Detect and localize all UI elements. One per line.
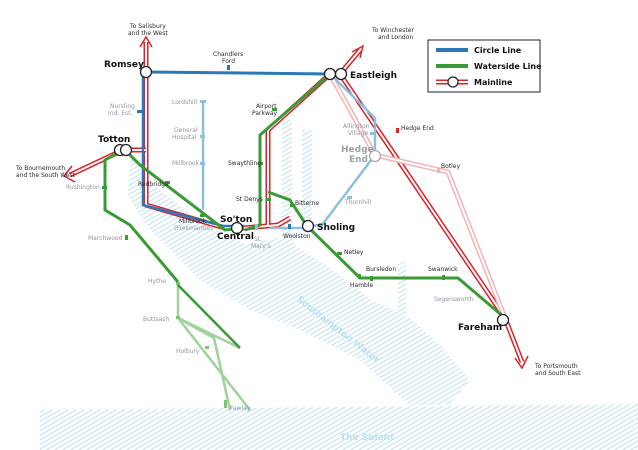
water-areas	[40, 120, 638, 450]
label-hedge-end: Hedge End	[341, 145, 377, 165]
stop-bitterne[interactable]	[290, 204, 295, 207]
stop-buttsash[interactable]	[176, 316, 180, 319]
stop-swanwick[interactable]	[442, 275, 445, 280]
stop-woolston[interactable]	[288, 224, 291, 229]
label-soton: So'ton Central	[217, 215, 255, 242]
label-fareham: Fareham	[458, 323, 502, 333]
interchange-sholing[interactable]	[301, 219, 315, 233]
arrow-salisbury[interactable]	[139, 35, 153, 48]
river-hamble	[398, 262, 406, 330]
interchange-soton[interactable]	[230, 221, 244, 235]
label-holbury: Holbury	[176, 348, 200, 355]
waterside-marchwood-spur	[177, 284, 241, 349]
legend-mainline-label: Mainline	[474, 78, 513, 87]
label-eastleigh: Eastleigh	[350, 71, 397, 81]
interchange-fareham[interactable]	[496, 313, 510, 327]
label-nursling: Nursling Ind. Est.	[108, 103, 137, 117]
stop-millbrook-upper[interactable]	[200, 162, 205, 165]
stop-st-marys[interactable]	[255, 224, 258, 229]
legend: Circle Line Waterside Line Mainline	[427, 39, 542, 93]
stop-nursling[interactable]	[137, 110, 142, 113]
stop-allington[interactable]	[370, 132, 375, 135]
label-bitterne: Bitterne	[295, 200, 319, 207]
label-allington-village: Allington Village	[343, 123, 371, 137]
stop-lordshill[interactable]	[200, 100, 206, 103]
label-lordshill: Lordshill	[172, 99, 197, 106]
stop-fawley[interactable]	[224, 400, 227, 408]
label-swaythling: Swaythling	[228, 160, 261, 167]
label-buttsash: Buttsash	[143, 316, 170, 323]
stop-netley[interactable]	[337, 252, 342, 255]
river-itchen	[282, 120, 292, 246]
stop-airport-parkway[interactable]	[272, 108, 277, 111]
label-fawley: Fawley	[230, 405, 251, 412]
stop-st-denys[interactable]	[266, 198, 271, 201]
arrow-winchester[interactable]	[351, 44, 365, 59]
stop-thornhill[interactable]	[347, 196, 352, 199]
stop-rushington[interactable]	[102, 186, 107, 189]
label-botley: Botley	[441, 163, 460, 170]
interchange-hedge-end[interactable]	[368, 149, 382, 163]
arrow-bournemouth[interactable]	[62, 165, 76, 183]
label-st-marys: St. Mary's	[251, 236, 271, 250]
label-st-denys: St Denys	[236, 196, 263, 203]
label-hythe: Hythe	[148, 278, 166, 285]
label-bursledon: Bursledon	[366, 266, 396, 273]
label-millbrook-freemantle: Millbrook (Freemantle)	[174, 218, 212, 232]
stop-redbridge[interactable]	[165, 181, 170, 184]
mainline-botley-faded	[327, 72, 508, 319]
label-marchwood: Marchwood	[88, 235, 123, 242]
legend-mainline-circle	[447, 76, 459, 88]
label-hamble: Hamble	[350, 282, 374, 289]
interchange-totton-b[interactable]	[119, 143, 133, 157]
label-redbridge: Redbridge	[138, 181, 169, 188]
stop-hamble[interactable]	[358, 274, 361, 279]
dest-bournemouth: To Bournemouth and the South West	[15, 165, 76, 179]
label-romsey: Romsey	[104, 60, 144, 70]
label-swanwick: Swanwick	[428, 266, 458, 273]
stop-swaythling[interactable]	[258, 162, 263, 165]
label-the-solent: The Solent	[340, 433, 395, 443]
label-rushington: Rushington	[66, 184, 100, 191]
dest-portsmouth: To Portsmouth and South East	[534, 363, 581, 377]
legend-circle-label: Circle Line	[474, 46, 522, 55]
interchange-eastleigh-b[interactable]	[334, 67, 348, 81]
stop-millbrook-freemantle[interactable]	[200, 214, 205, 217]
stop-marchwood[interactable]	[125, 235, 128, 240]
interchange-circles	[113, 65, 510, 327]
label-millbrook-upper: Millbrook	[172, 160, 200, 167]
destination-arrows	[62, 35, 529, 370]
label-general-hospital: General Hospital	[172, 127, 200, 141]
dest-winchester: To Winchester and London	[371, 27, 416, 41]
label-hedge-end-station: Hedge End	[401, 125, 434, 132]
circle-lordshill-branch	[200, 100, 206, 210]
label-airport-parkway: Airport Parkway	[252, 103, 278, 117]
stop-hedge-end-station[interactable]	[396, 128, 399, 133]
waterside-hythe-branch	[176, 282, 251, 411]
interchange-romsey[interactable]	[139, 65, 153, 79]
stop-holbury[interactable]	[205, 346, 209, 349]
label-woolston: Woolston	[283, 233, 311, 240]
label-chandlers-ford: Chandlers Ford	[213, 51, 245, 65]
interchange-eastleigh-a[interactable]	[323, 67, 337, 81]
stop-hythe[interactable]	[176, 282, 180, 285]
river-itchen-2	[302, 130, 312, 220]
station-ticks	[102, 65, 445, 281]
label-segensworth: Segensworth	[434, 296, 473, 303]
label-sholing: Sholing	[317, 223, 355, 233]
stop-bursledon[interactable]	[370, 276, 373, 281]
stop-general-hospital[interactable]	[200, 135, 205, 138]
stop-chandlers-ford[interactable]	[227, 65, 230, 70]
label-totton: Totton	[98, 135, 130, 145]
southampton-water	[128, 168, 470, 406]
dest-salisbury: To Salisbury and the West	[128, 23, 168, 37]
label-netley: Netley	[344, 249, 364, 256]
stop-botley[interactable]	[437, 168, 440, 173]
legend-waterside-label: Waterside Line	[474, 62, 542, 71]
label-thornhill: Thornhill	[344, 199, 371, 206]
the-solent-water	[40, 404, 638, 450]
arrow-portsmouth[interactable]	[514, 355, 529, 370]
